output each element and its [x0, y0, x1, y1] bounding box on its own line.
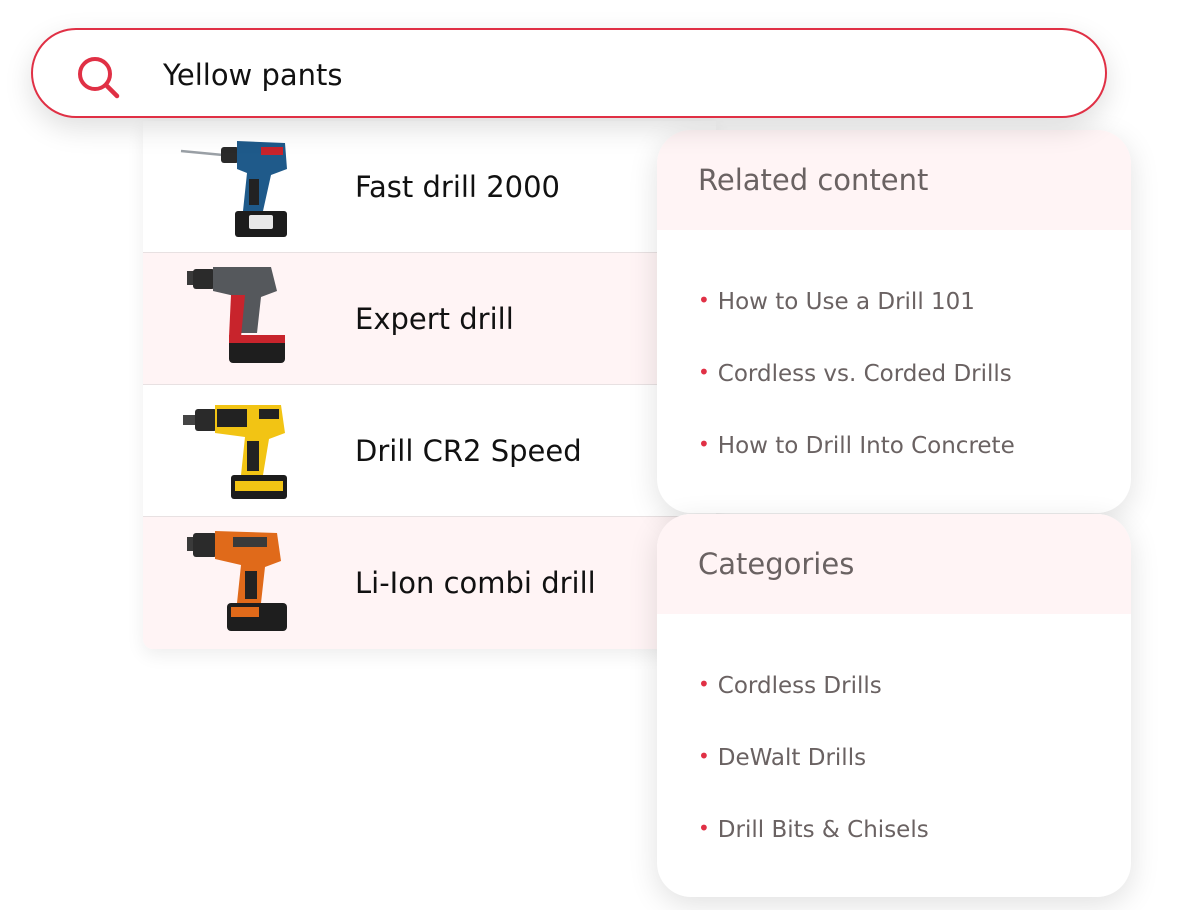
product-row[interactable]: Fast drill 2000: [143, 121, 716, 253]
bullet-icon: •: [698, 744, 710, 768]
search-input[interactable]: [163, 52, 1043, 98]
grey-red-drill-image: [187, 267, 285, 363]
related-content-title: Related content: [657, 130, 1131, 230]
bullet-icon: •: [698, 288, 710, 312]
product-row[interactable]: Drill CR2 Speed: [143, 385, 716, 517]
search-icon[interactable]: [75, 54, 121, 100]
category-item[interactable]: •Cordless Drills: [698, 672, 882, 699]
product-name: Fast drill 2000: [355, 170, 561, 204]
search-bar[interactable]: [31, 28, 1107, 118]
product-name: Li-Ion combi drill: [355, 566, 596, 600]
product-row[interactable]: Expert drill: [143, 253, 716, 385]
categories-list: •Cordless Drills •DeWalt Drills •Drill B…: [657, 650, 1131, 866]
bullet-icon: •: [698, 360, 710, 384]
categories-panel: Categories •Cordless Drills •DeWalt Dril…: [657, 514, 1131, 897]
bullet-icon: •: [698, 432, 710, 456]
orange-drill-image: [187, 531, 287, 631]
bullet-icon: •: [698, 672, 710, 696]
product-name: Expert drill: [355, 302, 514, 336]
blue-drill-image: [180, 141, 287, 237]
related-content-list: •How to Use a Drill 101 •Cordless vs. Co…: [657, 266, 1131, 482]
bullet-icon: •: [698, 816, 710, 840]
product-name: Drill CR2 Speed: [355, 434, 582, 468]
category-item[interactable]: •DeWalt Drills: [698, 744, 867, 771]
related-content-item[interactable]: •How to Use a Drill 101: [698, 288, 975, 315]
related-content-item[interactable]: •Cordless vs. Corded Drills: [698, 360, 1012, 387]
category-item[interactable]: •Drill Bits & Chisels: [698, 816, 929, 843]
product-row[interactable]: Li-Ion combi drill: [143, 517, 716, 649]
related-content-panel: Related content •How to Use a Drill 101 …: [657, 130, 1131, 513]
yellow-drill-image: [183, 405, 287, 499]
categories-title: Categories: [657, 514, 1131, 614]
product-results: Fast drill 2000 Expert drill Drill CR2 S…: [143, 121, 716, 649]
related-content-item[interactable]: •How to Drill Into Concrete: [698, 432, 1015, 459]
